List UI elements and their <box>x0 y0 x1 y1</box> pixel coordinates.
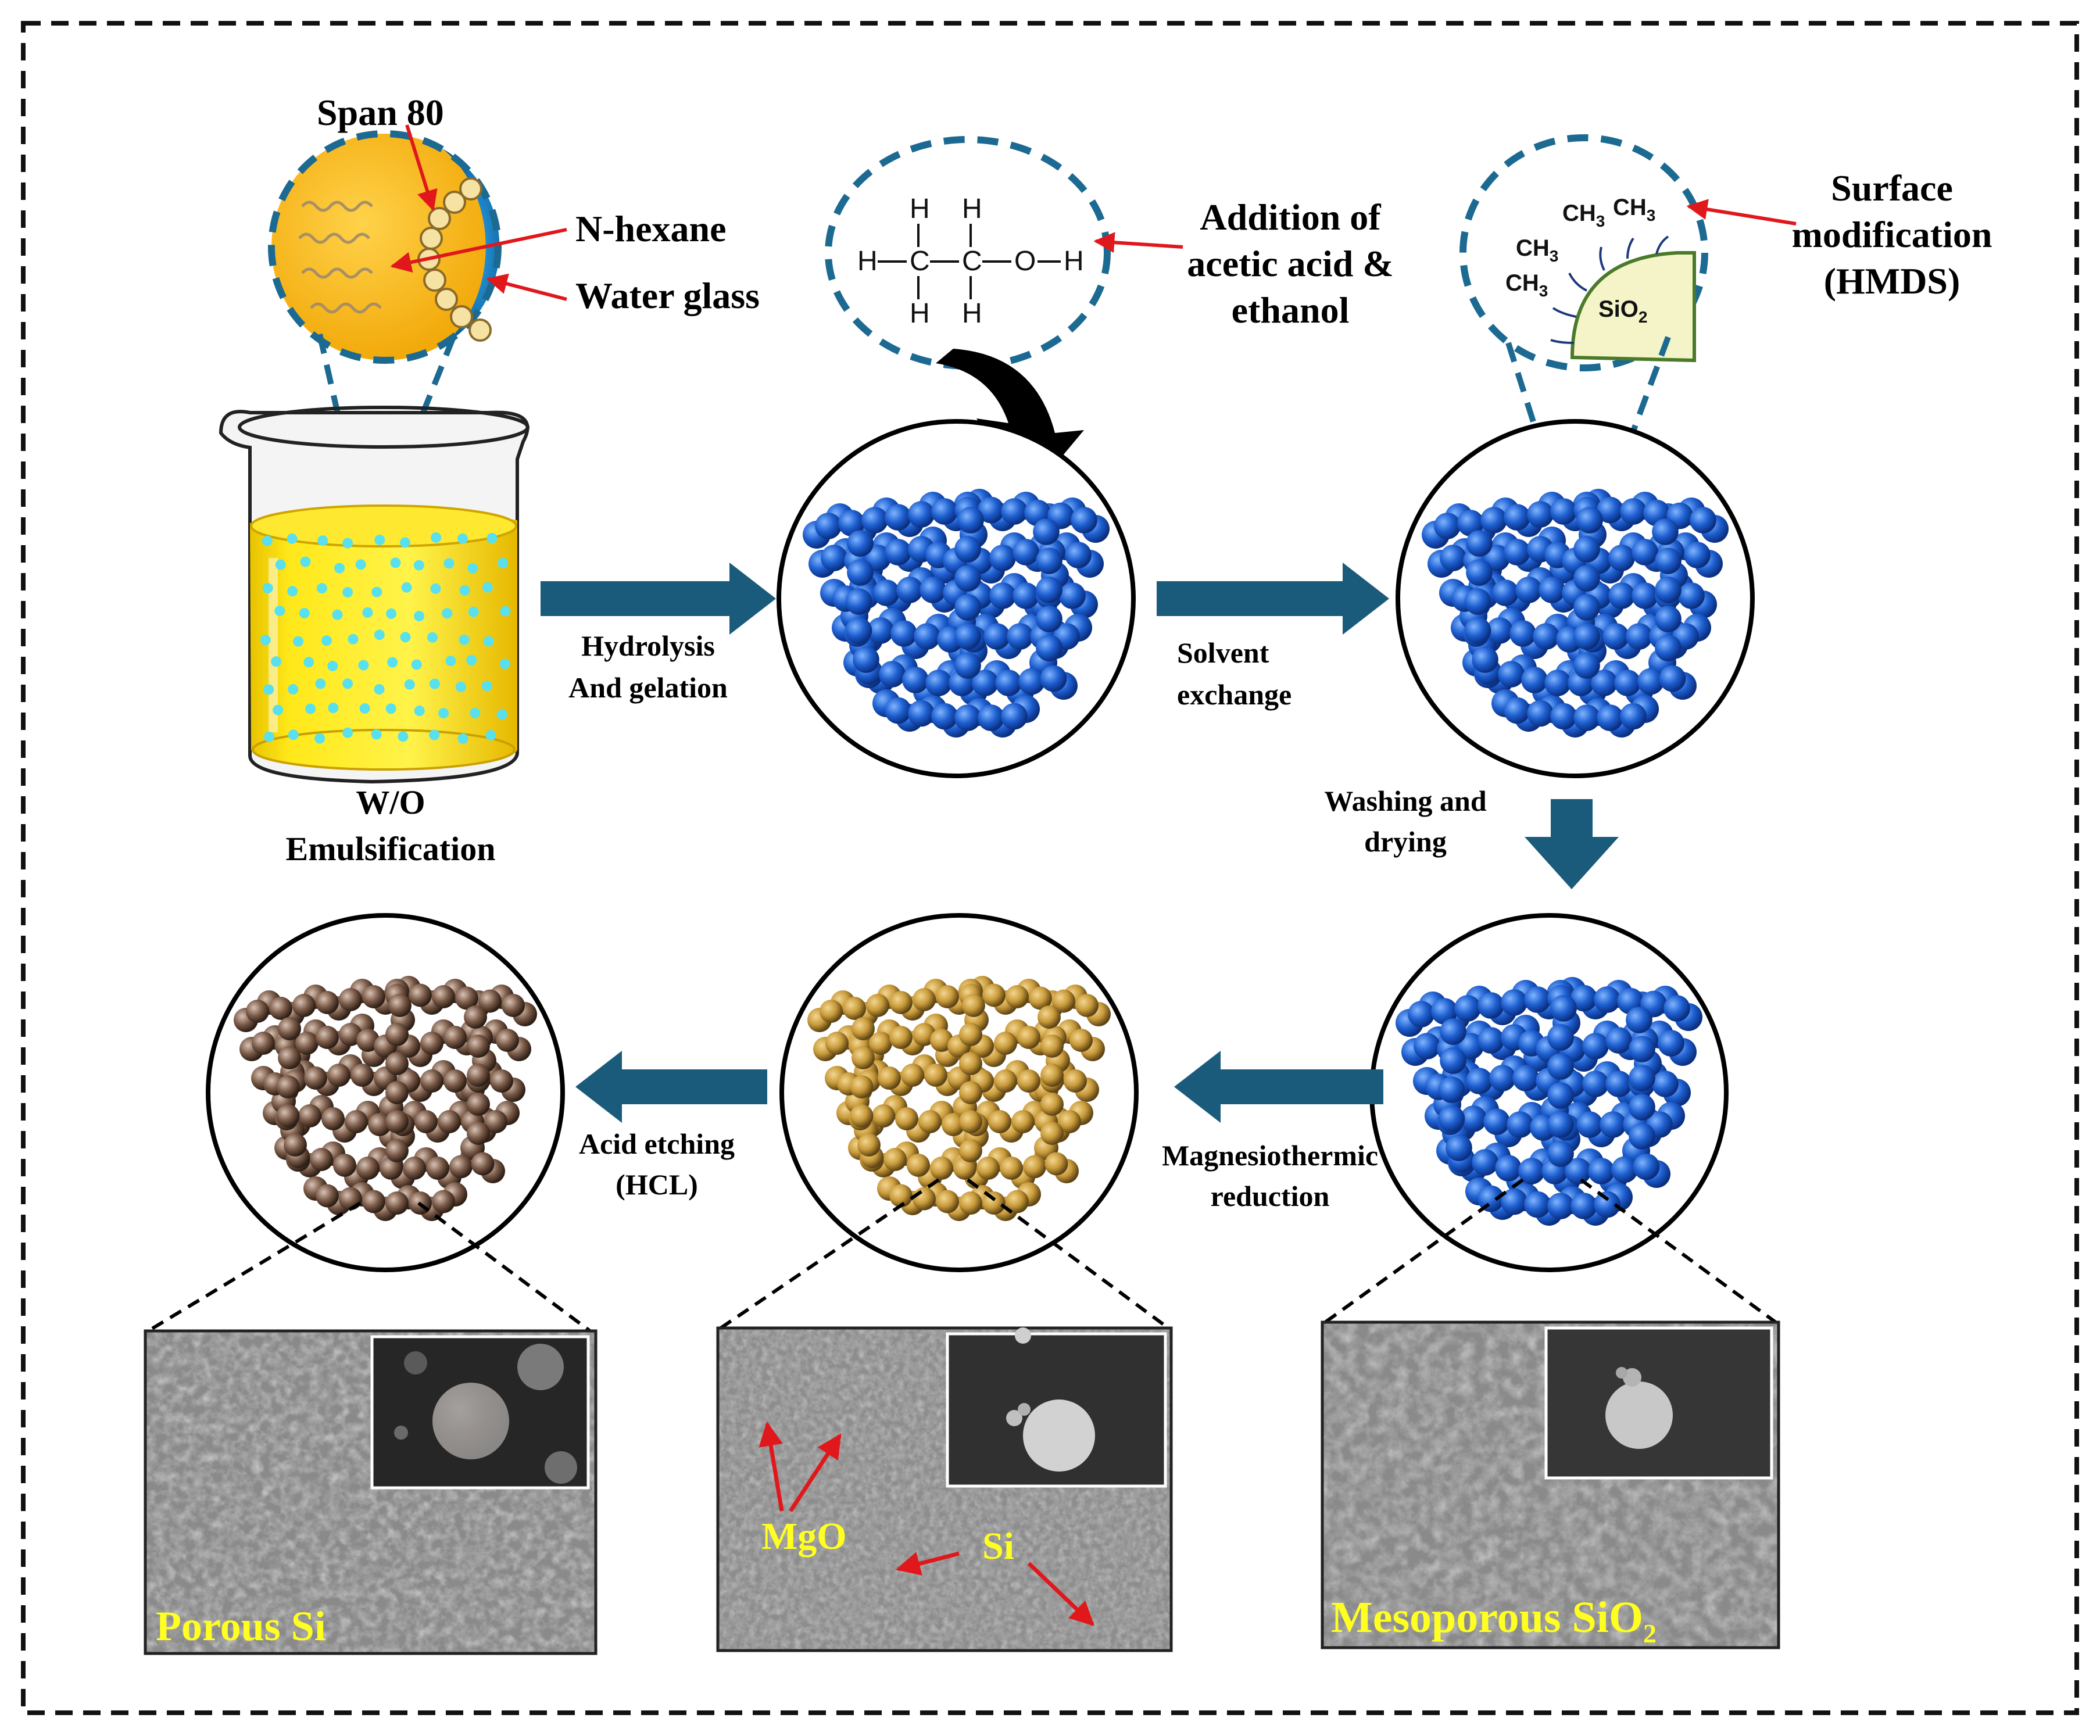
sem-inset-mgo-si <box>946 1327 1167 1488</box>
solvent-label-line1: Solvent <box>1177 636 1269 669</box>
magnesio-label-line1: Magnesiothermic <box>1162 1139 1378 1172</box>
sem-image-mgo-si: MgO Si <box>716 1326 1173 1652</box>
svg-text:C: C <box>910 246 930 277</box>
svg-text:CH3: CH3 <box>1562 201 1605 230</box>
hydrolysis-label-line2: And gelation <box>568 671 728 704</box>
svg-text:O: O <box>1014 246 1036 277</box>
mesoporous-silica-network <box>1396 977 1702 1226</box>
emulsion-droplet-zoom <box>268 130 502 364</box>
surface-mod-zoom: CH3 CH3 CH3 CH3 SiO2 <box>1459 134 1708 371</box>
svg-text:H: H <box>1064 246 1084 277</box>
surface-red-arrow <box>1686 199 1797 225</box>
process-arrow-hydrolysis <box>541 563 776 635</box>
svg-text:H: H <box>910 194 930 224</box>
sem-inset-mesoporous-sio2 <box>1544 1326 1773 1480</box>
svg-text:SiO2: SiO2 <box>1598 296 1647 326</box>
svg-text:H: H <box>962 194 982 224</box>
waterglass-label: Water glass <box>575 275 760 316</box>
zoom-cone-sem <box>147 1178 1777 1333</box>
svg-text:C: C <box>962 246 982 277</box>
washing-label-line2: drying <box>1364 825 1447 858</box>
process-arrow-acid-etching <box>575 1051 767 1123</box>
surface-label-line2: modification <box>1792 214 1992 255</box>
outer-dashed-frame <box>21 21 2079 1715</box>
addition-label-line3: ethanol <box>1232 289 1350 331</box>
addition-label-line1: Addition of <box>1200 196 1381 238</box>
mesoporous-sio2-label: Mesoporous SiO2 <box>1331 1593 1657 1648</box>
surface-label-line1: Surface <box>1831 167 1953 209</box>
mgo-red-arrows <box>759 1421 1095 1626</box>
droplet-red-arrows <box>390 124 567 301</box>
process-arrow-solvent <box>1157 563 1389 635</box>
svg-text:CH3: CH3 <box>1516 235 1558 265</box>
sem-inset-porous-si <box>370 1335 590 1490</box>
exchanged-silica-network <box>1422 489 1729 738</box>
mgo-label: MgO <box>761 1515 847 1558</box>
ethanol-zoom: H H H C C O H H H <box>825 136 1111 370</box>
si-label: Si <box>982 1525 1014 1567</box>
reduced-composite-network <box>807 976 1111 1221</box>
svg-text:CH3: CH3 <box>1505 270 1548 300</box>
process-arrow-magnesiothermic <box>1174 1051 1383 1123</box>
hydrolysis-label-line1: Hydrolysis <box>581 629 715 662</box>
acid-label-line1: Acid etching <box>579 1127 735 1160</box>
magnesio-label-line2: reduction <box>1211 1180 1330 1212</box>
porous-si-network <box>234 976 537 1221</box>
process-arrow-washing <box>1525 799 1619 889</box>
acid-label-line2: (HCL) <box>616 1168 698 1201</box>
washing-label-line1: Washing and <box>1324 785 1487 817</box>
svg-text:H: H <box>857 246 878 277</box>
svg-text:H: H <box>962 298 982 329</box>
beaker <box>219 406 530 784</box>
solvent-label-line2: exchange <box>1177 678 1292 711</box>
sem-image-porous-si: Porous Si <box>144 1329 598 1655</box>
gel-silica-network <box>803 489 1110 738</box>
span80-label: Span 80 <box>317 92 444 133</box>
nhexane-label: N-hexane <box>575 208 727 249</box>
surface-label-line3: (HMDS) <box>1824 260 1961 302</box>
addition-label-line2: acetic acid & <box>1187 243 1393 284</box>
porous-si-label: Porous Si <box>156 1603 326 1649</box>
wo-label-line1: W/O <box>356 783 425 821</box>
svg-text:CH3: CH3 <box>1613 195 1655 224</box>
sem-image-mesoporous-sio2: Mesoporous SiO2 <box>1321 1320 1780 1649</box>
svg-text:H: H <box>910 298 930 329</box>
ethanol-red-arrow <box>1093 232 1183 253</box>
wo-label-line2: Emulsification <box>286 830 496 868</box>
